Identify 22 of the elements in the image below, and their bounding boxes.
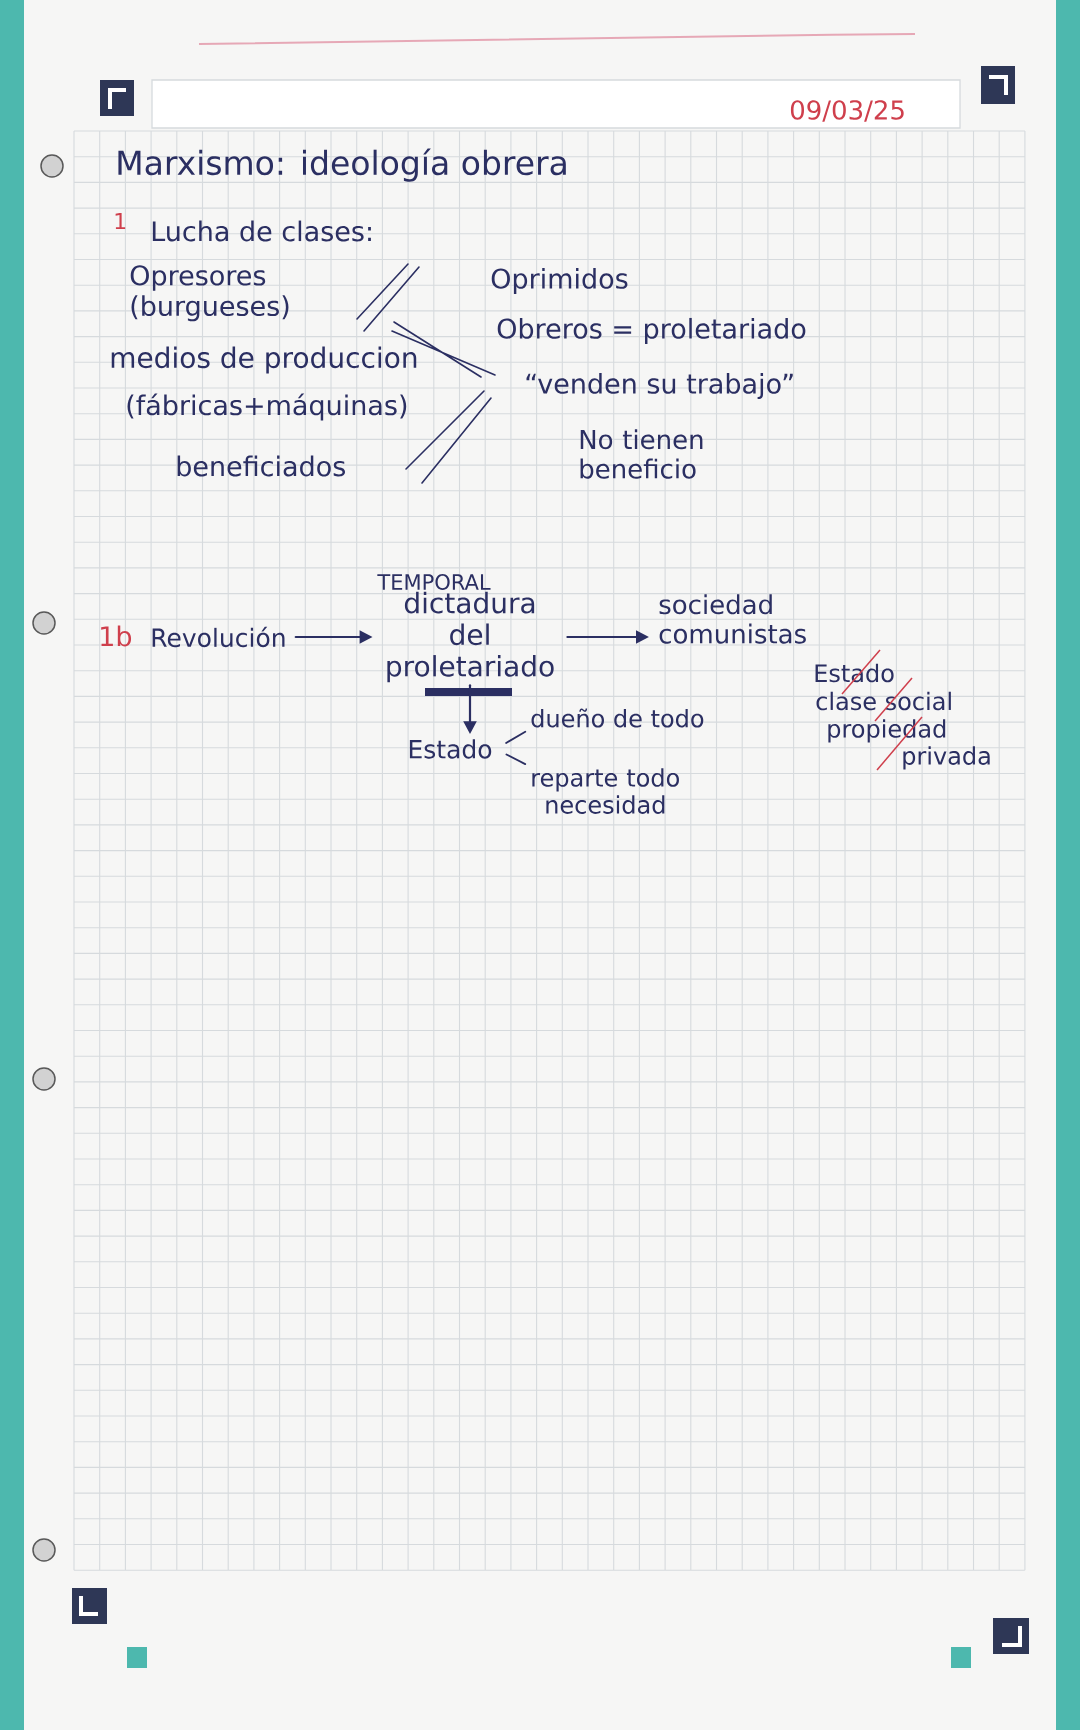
note-text: No tienen beneficio — [580, 429, 703, 479]
note-text: dictadura del proletariado — [387, 591, 554, 683]
heading-text: TEMPORAL — [377, 574, 491, 590]
note-text: dueño de todo — [531, 708, 704, 728]
branch-line — [505, 753, 527, 765]
section-number: 1b — [101, 625, 132, 647]
note-text: Opresores (burgueses) — [130, 265, 289, 322]
note-text: medios de produccion — [111, 346, 417, 374]
note-text: Revolución — [152, 626, 285, 648]
note-text: Obreros = proletariado — [497, 317, 806, 345]
note-text: reparte todo necesidad — [532, 768, 679, 814]
note-text: (fábricas+máquinas) — [127, 393, 407, 421]
title-text: Marxismo: ideología obrera — [118, 148, 566, 182]
note-text: beneficiados — [177, 455, 345, 477]
date-text: 09/03/25 — [790, 100, 904, 122]
note-text: sociedad comunistas — [659, 594, 806, 644]
section-number: 1 — [115, 213, 126, 230]
note-text: Estado — [409, 739, 492, 759]
branch-line — [505, 730, 527, 744]
section-heading: Lucha de clases: — [152, 220, 371, 242]
note-text: Oprimidos — [491, 267, 628, 295]
note-text: “venden su trabajo” — [526, 372, 793, 400]
